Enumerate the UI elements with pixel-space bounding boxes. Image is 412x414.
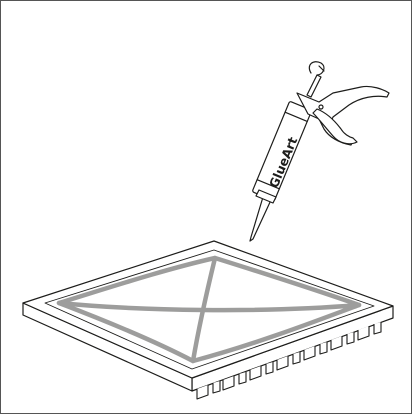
glue-nozzle <box>249 196 272 242</box>
plunger-handle <box>308 61 325 76</box>
tile-underside-ribs <box>196 322 382 400</box>
tile-inner-rim <box>44 249 375 370</box>
glue-bead <box>56 255 362 364</box>
glue-gun <box>249 61 390 242</box>
gun-trigger <box>312 108 358 145</box>
plunger-rod <box>306 74 322 98</box>
tile-panel <box>22 240 394 392</box>
cartridge-cap <box>255 189 277 204</box>
glue-cartridge <box>252 101 312 201</box>
